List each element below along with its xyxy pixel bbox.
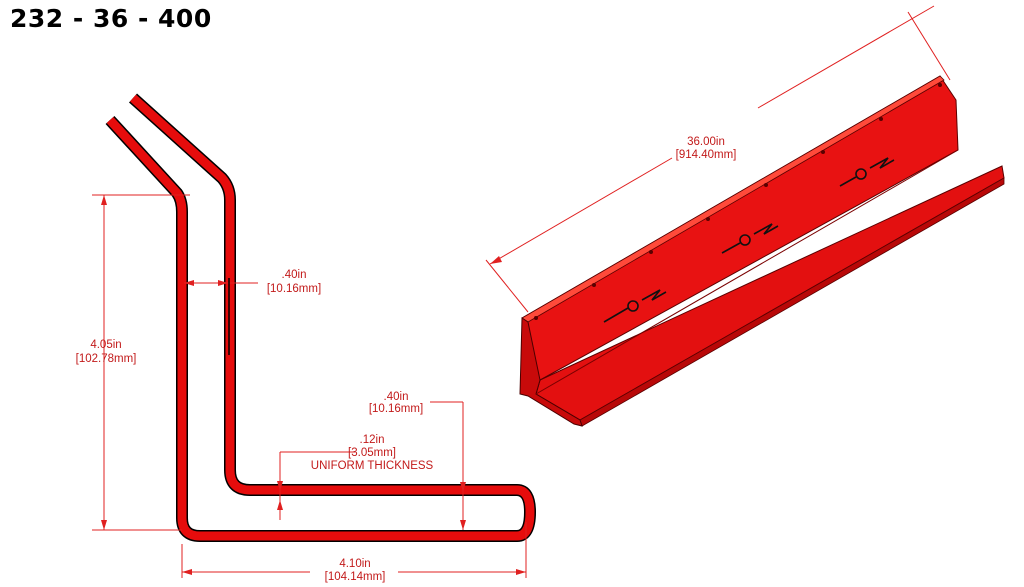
height-in-label: 4.05in: [90, 339, 121, 351]
thickness-mm-label: [3.05mm]: [348, 447, 396, 459]
thickness-note-label: UNIFORM THICKNESS: [311, 460, 434, 472]
width-in-label: 4.10in: [339, 558, 370, 570]
length-in-label: 36.00in: [687, 136, 725, 148]
vertical-flange-in-label: .40in: [282, 269, 307, 281]
logo-mark: [839, 157, 895, 187]
horizontal-flange-in-label: .40in: [384, 391, 409, 403]
logo-mark: [603, 289, 667, 323]
length-mm-label: [914.40mm]: [676, 149, 737, 161]
width-mm-label: [104.14mm]: [325, 571, 386, 583]
isometric-angle-view: [519, 75, 1005, 427]
dimension-labels: 4.05in [102.78mm] .40in [10.16mm] .40in …: [76, 136, 737, 583]
thickness-in-label: .12in: [360, 434, 385, 446]
cross-section-profile: [105, 93, 536, 542]
logo-mark: [721, 223, 779, 254]
dimension-lines: [92, 5, 951, 578]
horizontal-flange-mm-label: [10.16mm]: [369, 403, 423, 415]
page-title: 232 - 36 - 400: [10, 4, 212, 33]
vertical-flange-mm-label: [10.16mm]: [267, 283, 321, 295]
height-mm-label: [102.78mm]: [76, 353, 137, 365]
